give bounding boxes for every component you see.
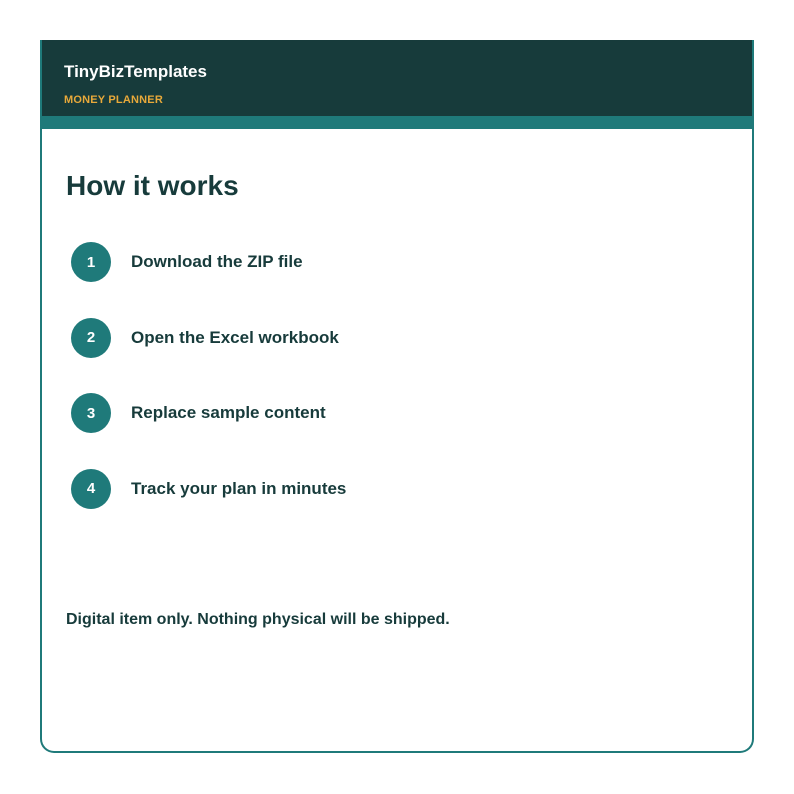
step-item: 2 Open the Excel workbook	[71, 317, 346, 358]
step-label: Track your plan in minutes	[131, 478, 347, 498]
step-number-badge: 2	[71, 317, 111, 358]
step-number-badge: 1	[71, 242, 111, 282]
header: TinyBizTemplates MONEY PLANNER	[42, 40, 752, 116]
step-number-badge: 4	[71, 468, 111, 509]
info-card: TinyBizTemplates MONEY PLANNER How it wo…	[40, 40, 754, 753]
step-item: 1 Download the ZIP file	[71, 242, 346, 282]
step-item: 4 Track your plan in minutes	[71, 468, 347, 509]
steps-list: 1 Download the ZIP file 2 Open the Excel…	[71, 242, 346, 544]
accent-bar	[42, 116, 752, 129]
step-label: Replace sample content	[131, 403, 326, 422]
page-title: How it works	[66, 170, 239, 201]
step-label: Open the Excel workbook	[131, 327, 339, 347]
brand-name: TinyBizTemplates	[64, 62, 207, 81]
disclaimer-note: Digital item only. Nothing physical will…	[66, 611, 450, 628]
step-number-badge: 3	[71, 393, 111, 433]
product-label: MONEY PLANNER	[64, 94, 163, 106]
step-label: Download the ZIP file	[131, 252, 303, 271]
step-item: 3 Replace sample content	[71, 393, 346, 433]
